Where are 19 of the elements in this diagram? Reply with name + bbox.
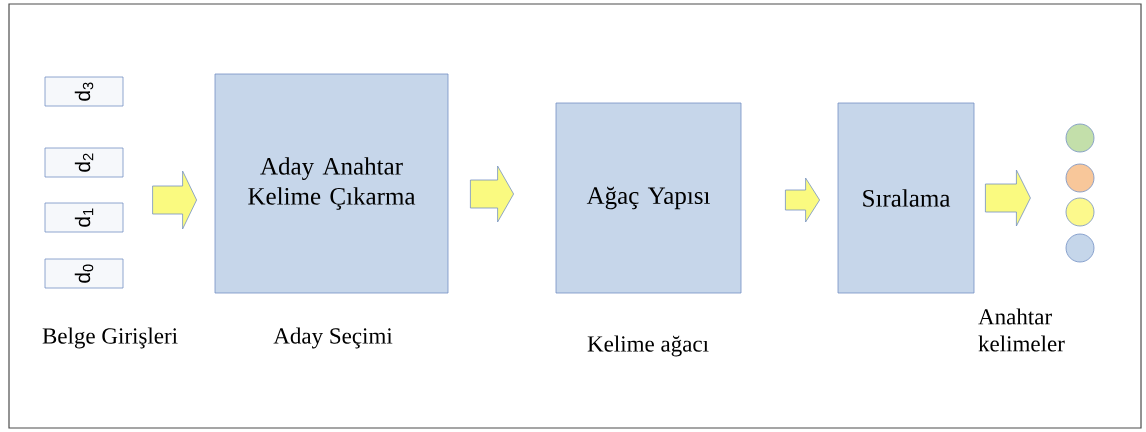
keyword-circle: [1065, 163, 1095, 193]
document-box: d$_{1}$: [44, 202, 124, 233]
keyword-circle: [1065, 233, 1095, 263]
caption: Anahtar kelimeler: [978, 308, 1065, 352]
caption: Belge Girişleri: [42, 327, 178, 349]
node-label: Aday Seçimi: [273, 327, 393, 349]
document-box: d$_{0}$: [44, 258, 124, 289]
block-arrow: [985, 169, 1031, 227]
block-arrow: [785, 177, 820, 223]
block-arrow: [470, 165, 514, 223]
block-arrow: [152, 170, 197, 230]
keyword-circle: [1065, 123, 1095, 153]
keyword-circle: [1065, 197, 1095, 227]
process-box: Aday Anahtar Kelime Çıkarma: [214, 73, 449, 294]
document-box: d$_{2}$: [44, 147, 124, 178]
node-label: Kelime ağacı: [587, 335, 709, 357]
document-box: d$_{3}$: [44, 76, 124, 107]
process-box: Sıralama: [837, 102, 975, 294]
process-box: Ağaç Yapısı: [555, 102, 742, 294]
